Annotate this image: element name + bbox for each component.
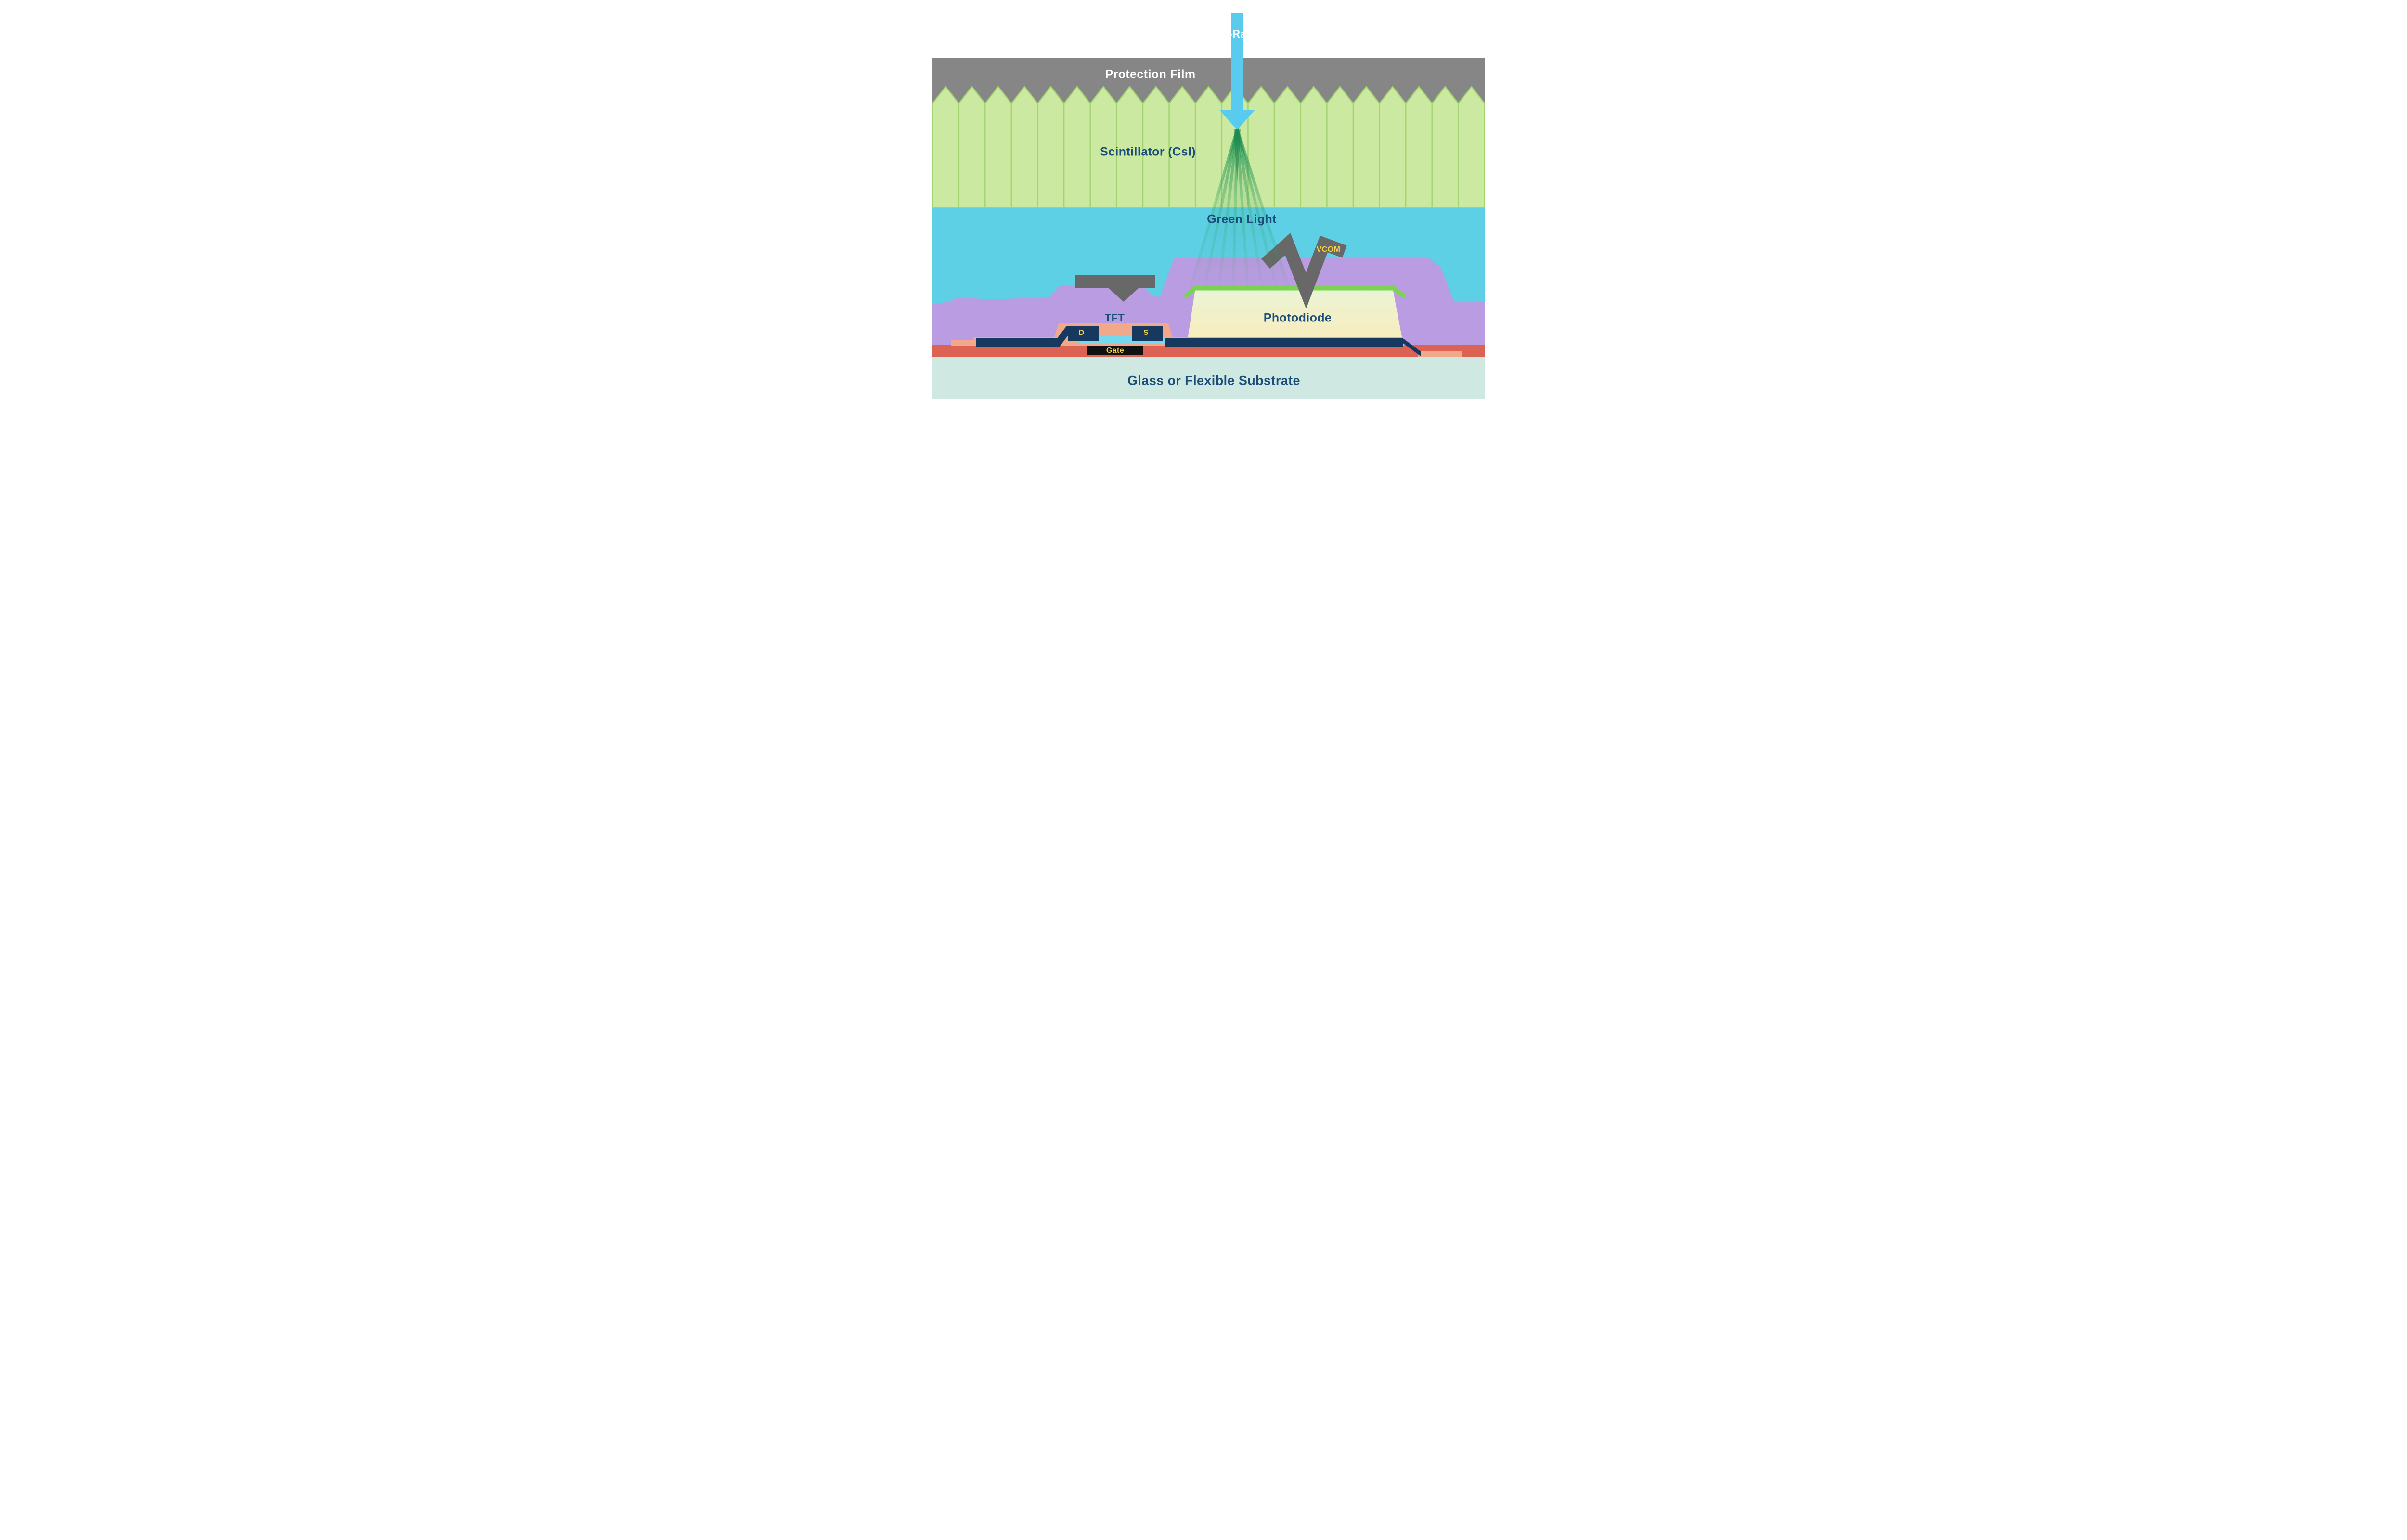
photodiode-top-contact bbox=[1183, 286, 1407, 299]
pixel-electrode-bar bbox=[1164, 338, 1403, 346]
insulator-salmon-left bbox=[950, 340, 980, 346]
photodiode-label: Photodiode bbox=[1263, 311, 1332, 325]
insulator-salmon-right-strip bbox=[1417, 351, 1462, 357]
diagram-shapes bbox=[932, 13, 1485, 399]
gate-line-electrode bbox=[1074, 275, 1155, 302]
source-contact bbox=[1131, 326, 1163, 341]
gate-label: Gate bbox=[1106, 346, 1125, 355]
green-light-label: Green Light bbox=[1207, 212, 1277, 226]
xray-label: X-Ray bbox=[1221, 28, 1253, 40]
substrate-layer bbox=[932, 357, 1485, 399]
xray-arrow bbox=[1219, 13, 1255, 130]
photodiode-body bbox=[1187, 288, 1402, 339]
source-label: S bbox=[1143, 329, 1149, 337]
vcom-label: VCOM bbox=[1316, 245, 1341, 254]
detector-cross-section-diagram: X-Ray Protection Film Scintillator (CsI)… bbox=[831, 0, 1576, 419]
tft-label: TFT bbox=[1104, 312, 1125, 324]
protection-film-label: Protection Film bbox=[1105, 67, 1196, 81]
vcom-electrode bbox=[1261, 233, 1347, 309]
green-light-rays bbox=[1188, 128, 1291, 289]
data-line-left bbox=[975, 338, 1058, 346]
insulator-red-layer bbox=[932, 345, 1485, 357]
gate-electrode bbox=[1087, 346, 1143, 355]
pixel-electrode-step bbox=[1402, 338, 1421, 356]
scintillator-layer bbox=[932, 86, 1485, 208]
drain-label: D bbox=[1078, 329, 1085, 337]
scintillator-label: Scintillator (CsI) bbox=[1100, 145, 1196, 159]
substrate-label: Glass or Flexible Substrate bbox=[1127, 373, 1300, 388]
drain-contact bbox=[1068, 326, 1099, 341]
